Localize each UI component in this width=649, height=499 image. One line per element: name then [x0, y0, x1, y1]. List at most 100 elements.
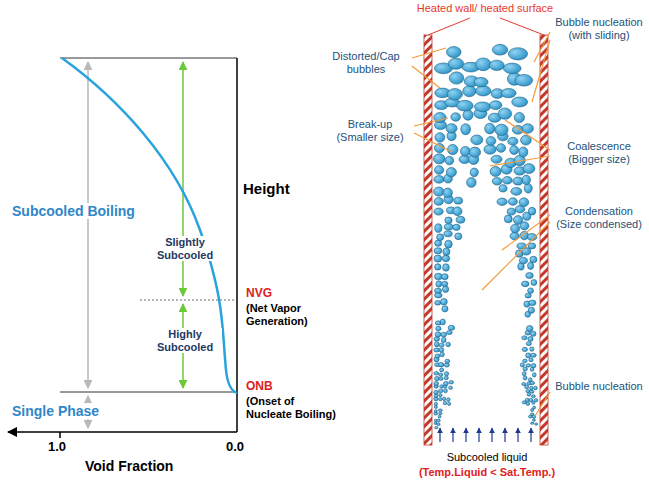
bubble — [463, 110, 473, 120]
bubble — [476, 58, 491, 71]
callout-leaders — [412, 32, 550, 416]
bubble — [434, 402, 437, 405]
bubble — [523, 376, 527, 380]
bubble — [517, 243, 526, 249]
bubble — [439, 377, 443, 380]
bubble — [534, 399, 538, 402]
bubble — [446, 124, 457, 133]
bubble — [447, 144, 458, 154]
bubble — [434, 208, 443, 215]
bubble — [441, 274, 448, 280]
bubble — [526, 402, 529, 405]
range-arrow — [87, 62, 89, 388]
callout-label: Break-up (Smaller size) — [328, 118, 412, 143]
bubble — [530, 347, 534, 351]
bubble — [519, 198, 529, 207]
bubble — [495, 124, 508, 135]
bubble — [435, 332, 441, 337]
bubble — [442, 286, 448, 293]
leader-line — [414, 133, 452, 152]
bubble — [491, 155, 502, 163]
bubble — [513, 216, 522, 225]
bubble — [434, 255, 442, 262]
bubble — [449, 72, 464, 84]
bubble — [456, 216, 465, 223]
bubble — [526, 342, 531, 346]
bubble — [449, 386, 453, 389]
bubble — [446, 167, 456, 176]
bubble — [439, 394, 442, 397]
flow-arrow — [530, 428, 531, 442]
bubble — [461, 124, 471, 135]
flow-arrow — [465, 428, 466, 442]
bubble — [520, 363, 524, 367]
bubble — [437, 234, 444, 241]
bubble — [441, 332, 447, 337]
bubble — [441, 337, 446, 342]
axis-title: Void Fraction — [85, 458, 173, 474]
bubble — [446, 342, 451, 346]
bubble — [490, 167, 501, 177]
callout-label: Coalescence (Bigger size) — [553, 140, 645, 165]
bubble — [436, 326, 441, 330]
bubble — [474, 77, 488, 86]
bubble — [444, 231, 452, 237]
bubble — [448, 325, 455, 330]
bubble — [525, 398, 529, 401]
bubble — [445, 217, 452, 224]
point-note: (Onset of Nucleate Boiling) — [246, 395, 341, 420]
bubble — [435, 133, 445, 143]
bubble — [522, 372, 526, 376]
bubble — [435, 224, 442, 233]
bubble — [531, 363, 536, 367]
bubble — [490, 101, 502, 110]
leader-line — [482, 222, 550, 290]
flow-arrow — [478, 428, 479, 442]
bubble — [440, 352, 445, 357]
bubble — [508, 137, 518, 145]
bubble — [528, 262, 534, 269]
bubble — [528, 336, 533, 341]
bubble — [443, 381, 448, 385]
flow-arrow — [504, 428, 505, 442]
bubble — [476, 86, 491, 96]
bubble — [528, 307, 534, 313]
bubble — [489, 60, 504, 70]
flow-condition: (Temp.Liquid < Sat.Temp.) — [419, 466, 555, 479]
bubble — [497, 144, 506, 153]
bubble — [445, 156, 454, 165]
bubble — [449, 381, 454, 384]
bubble — [492, 44, 507, 55]
tick-label: 1.0 — [48, 440, 66, 455]
bubble — [435, 273, 443, 280]
bubble — [469, 147, 480, 157]
bubble — [434, 337, 440, 341]
bubble — [508, 48, 527, 60]
bubble — [435, 240, 442, 246]
bubble — [526, 326, 533, 332]
region-label: Slightly Subcooled — [148, 236, 222, 261]
bubble — [460, 146, 470, 156]
bubble — [526, 364, 531, 367]
bubble — [523, 367, 528, 371]
leader-line — [414, 118, 448, 126]
bubble — [447, 89, 462, 100]
bubble — [523, 359, 528, 363]
bubble — [444, 363, 449, 367]
bubble — [531, 353, 537, 357]
bubble — [511, 224, 520, 233]
leader-line — [500, 18, 544, 35]
bubble — [531, 395, 535, 398]
bubble — [448, 58, 463, 69]
top-line — [60, 58, 237, 59]
bubble — [443, 248, 450, 256]
bubbles — [433, 44, 537, 428]
heated-tube — [424, 35, 548, 445]
bubble — [510, 146, 519, 155]
bubble — [446, 47, 461, 58]
bubble — [434, 187, 445, 196]
bubble — [531, 280, 537, 286]
bubble — [435, 354, 440, 358]
bubble — [528, 207, 535, 215]
bubble — [529, 300, 536, 306]
